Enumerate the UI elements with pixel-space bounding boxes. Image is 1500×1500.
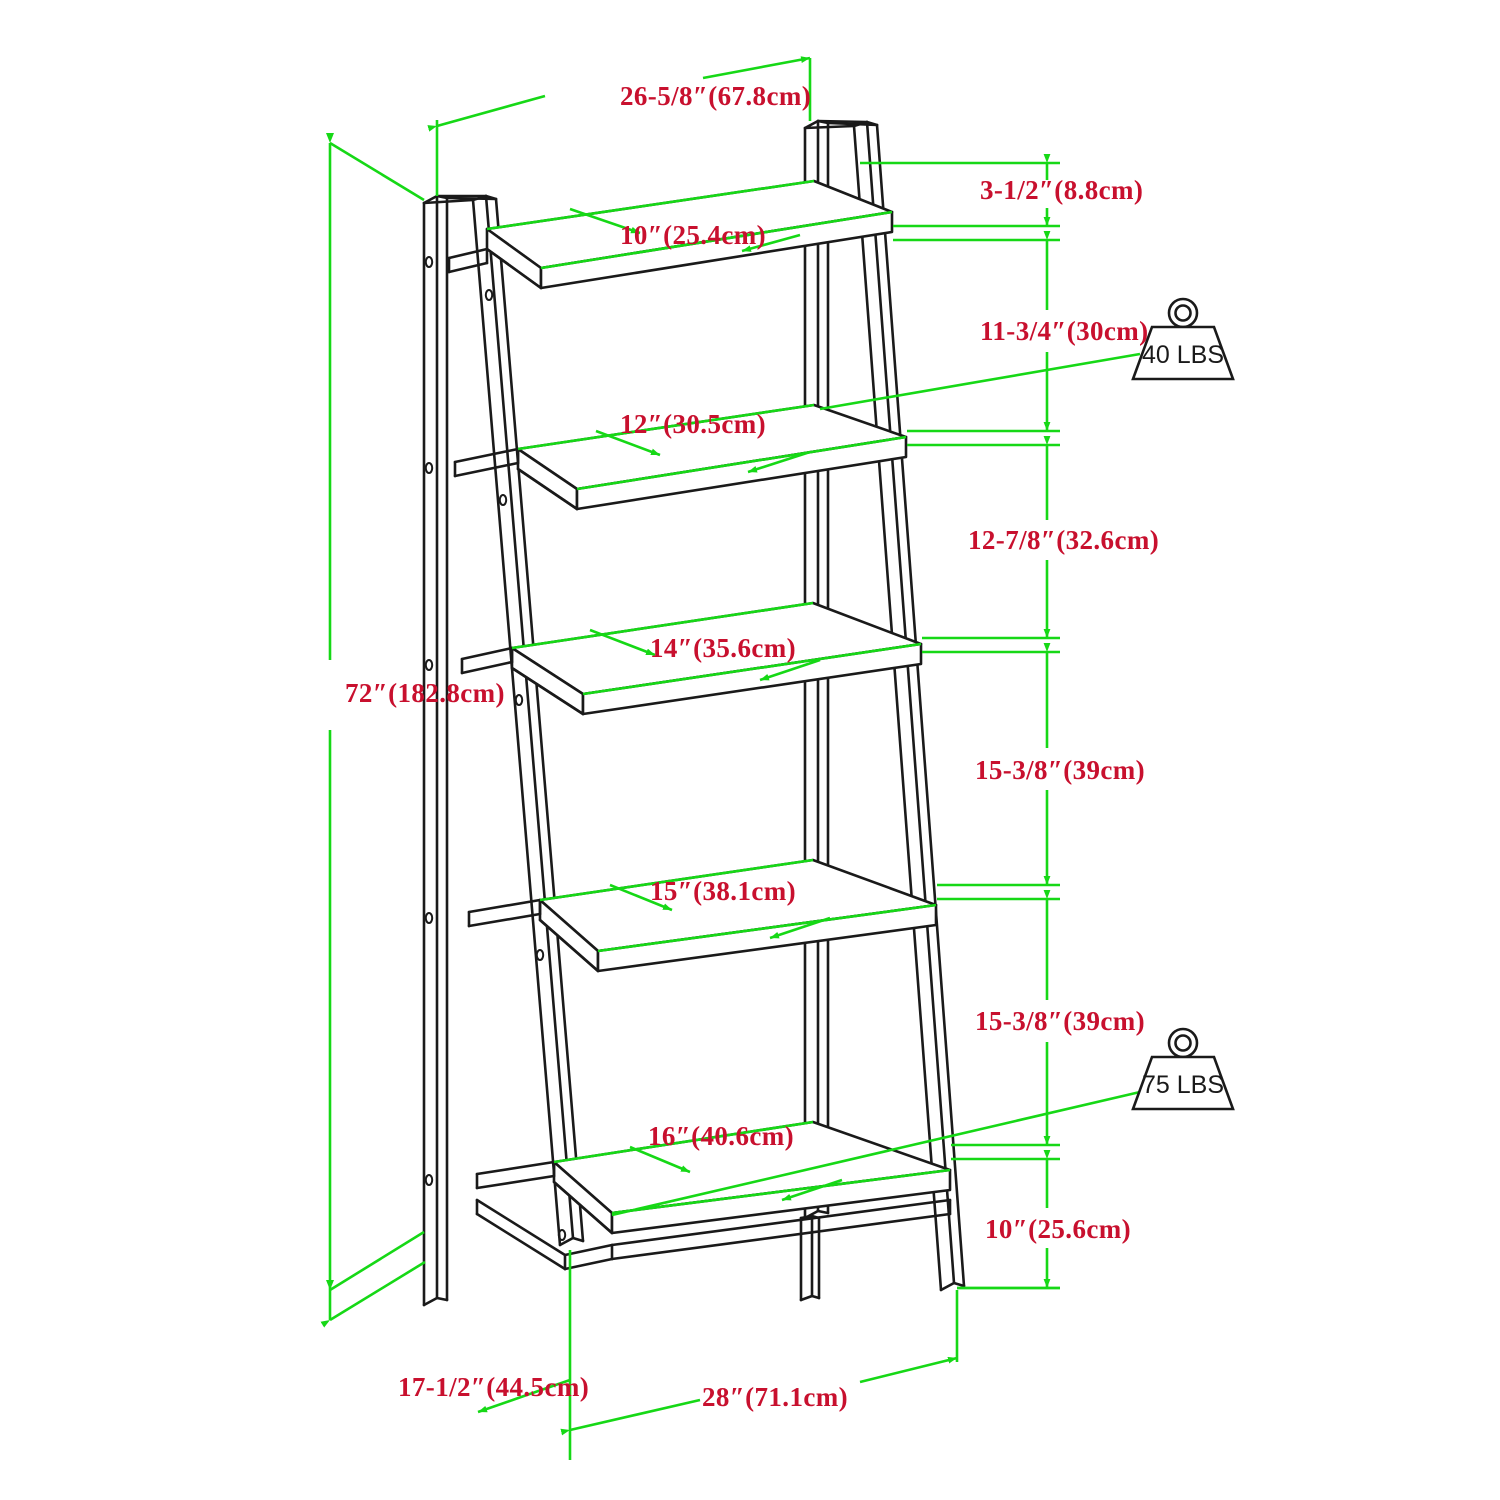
bottom-width-dimension	[560, 1286, 1060, 1436]
right-front-post	[852, 120, 966, 1292]
label-bottom-depth: 17-1/2″(44.5cm)	[398, 1372, 589, 1402]
overall-height-dimension	[326, 133, 425, 1292]
shelf-3-left-bracket	[460, 646, 514, 675]
weight-callout-leaders	[611, 352, 1141, 1217]
label-shelf-depth-1: 10″(25.4cm)	[620, 220, 766, 250]
label-gap-3: 12-7/8″(32.6cm)	[968, 525, 1159, 555]
label-bottom-width: 28″(71.1cm)	[702, 1382, 848, 1412]
dimension-lines	[320, 56, 1141, 1460]
label-shelf-depth-3: 14″(35.6cm)	[650, 633, 796, 663]
shelf-bottom	[552, 1120, 952, 1235]
label-shelf-depth-2: 12″(30.5cm)	[620, 409, 766, 439]
shelf-top	[485, 179, 894, 290]
shelf-depth-leaders	[486, 179, 951, 1215]
label-gap-4: 15-3/8″(39cm)	[975, 755, 1145, 785]
shelf-4-left-bracket	[467, 898, 542, 928]
label-gap-2: 11-3/4″(30cm)	[980, 316, 1149, 346]
label-top-width: 26-5/8″(67.8cm)	[620, 81, 811, 111]
shelf-top-left-bracket	[447, 247, 489, 274]
weight-icon-75lbs-group: 75 LBS	[1131, 1027, 1235, 1111]
label-shelf-depth-4: 15″(38.1cm)	[650, 876, 796, 906]
right-frame-top-rail	[803, 119, 879, 130]
center-support-leg	[799, 1214, 821, 1302]
left-frame-top-rail	[422, 194, 498, 205]
label-shelf-depth-5: 16″(40.6cm)	[648, 1121, 794, 1151]
weight-icon-40lbs-group: 40 LBS	[1131, 297, 1235, 381]
weight-icon-ring-inner	[1174, 304, 1192, 322]
label-overall-height: 72″(182.8cm)	[345, 678, 505, 708]
weight-icon-body	[1131, 1055, 1235, 1111]
shelf-bottom-left-bracket	[475, 1160, 556, 1190]
weight-icon-body	[1131, 325, 1235, 381]
bottom-depth-dimension	[320, 1250, 572, 1460]
bottom-frame-rails	[475, 1198, 952, 1271]
shelf-2-left-bracket	[453, 447, 520, 478]
weight-icon-ring-inner	[1174, 1034, 1192, 1052]
label-gap-6: 10″(25.6cm)	[985, 1214, 1131, 1244]
label-gap-5: 15-3/8″(39cm)	[975, 1006, 1145, 1036]
weight-label-75: 75 LBS	[1142, 1071, 1224, 1099]
weight-label-40: 40 LBS	[1142, 341, 1224, 369]
top-width-dimension	[427, 56, 812, 196]
hardware-bolts	[424, 256, 567, 1241]
dimension-text-labels: 26-5/8″(67.8cm) 72″(182.8cm) 10″(25.4cm)…	[345, 81, 1159, 1412]
label-gap-1: 3-1/2″(8.8cm)	[980, 175, 1143, 205]
